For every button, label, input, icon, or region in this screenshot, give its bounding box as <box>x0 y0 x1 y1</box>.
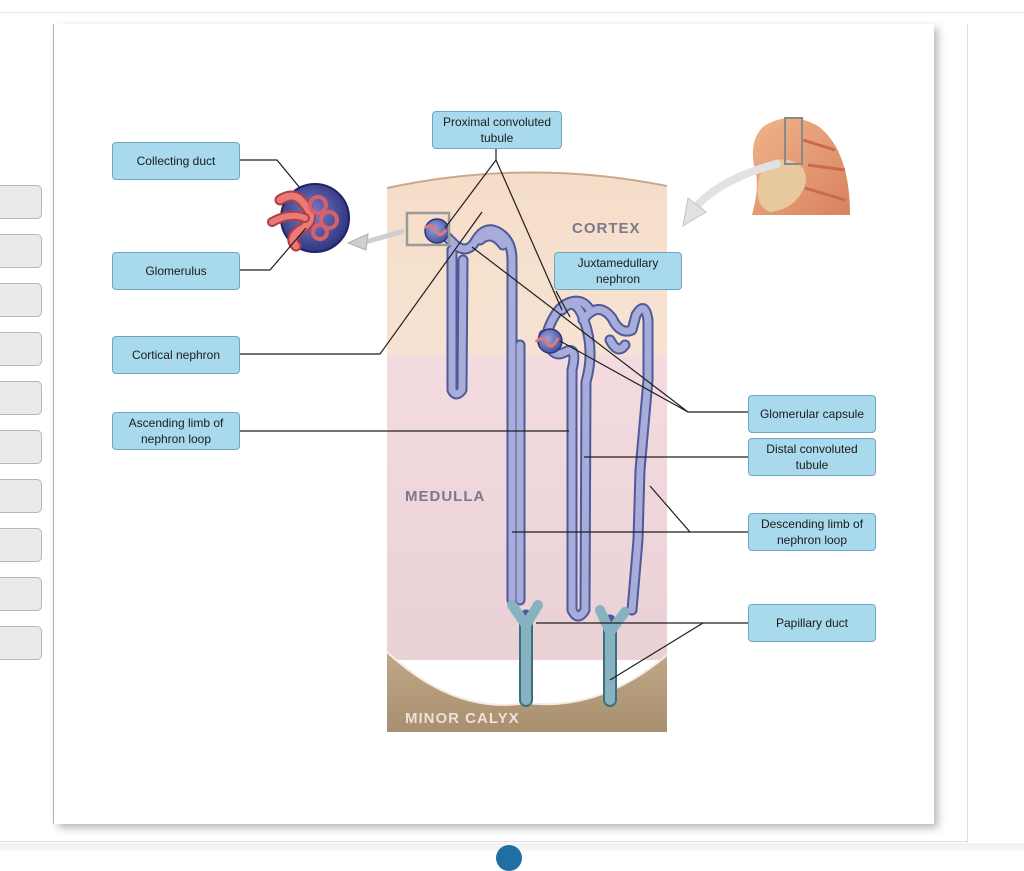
label-collecting-duct[interactable]: Collecting duct <box>112 142 240 180</box>
label-distal-convoluted-tubule[interactable]: Distal convoluted tubule <box>748 438 876 476</box>
answer-slot[interactable] <box>0 234 42 268</box>
answer-slot[interactable] <box>0 626 42 660</box>
answer-slot[interactable] <box>0 577 42 611</box>
answer-slot[interactable] <box>0 479 42 513</box>
panel-divider <box>53 24 54 824</box>
answer-slot[interactable] <box>0 381 42 415</box>
answer-slot[interactable] <box>0 332 42 366</box>
label-papillary-duct[interactable]: Papillary duct <box>748 604 876 642</box>
label-cortical-nephron[interactable]: Cortical nephron <box>112 336 240 374</box>
label-glomerular-capsule[interactable]: Glomerular capsule <box>748 395 876 433</box>
scroll-indicator-button[interactable] <box>496 845 522 871</box>
answer-slot[interactable] <box>0 283 42 317</box>
label-descending-limb[interactable]: Descending limb of nephron loop <box>748 513 876 551</box>
answer-slot[interactable] <box>0 185 42 219</box>
answer-slot[interactable] <box>0 528 42 562</box>
label-proximal-convoluted-tubule[interactable]: Proximal convoluted tubule <box>432 111 562 149</box>
question-frame <box>0 24 968 842</box>
top-rule <box>0 12 1024 13</box>
label-juxtamedullary-nephron[interactable]: Juxtamedullary nephron <box>554 252 682 290</box>
label-ascending-limb[interactable]: Ascending limb of nephron loop <box>112 412 240 450</box>
answer-slot[interactable] <box>0 430 42 464</box>
label-glomerulus[interactable]: Glomerulus <box>112 252 240 290</box>
